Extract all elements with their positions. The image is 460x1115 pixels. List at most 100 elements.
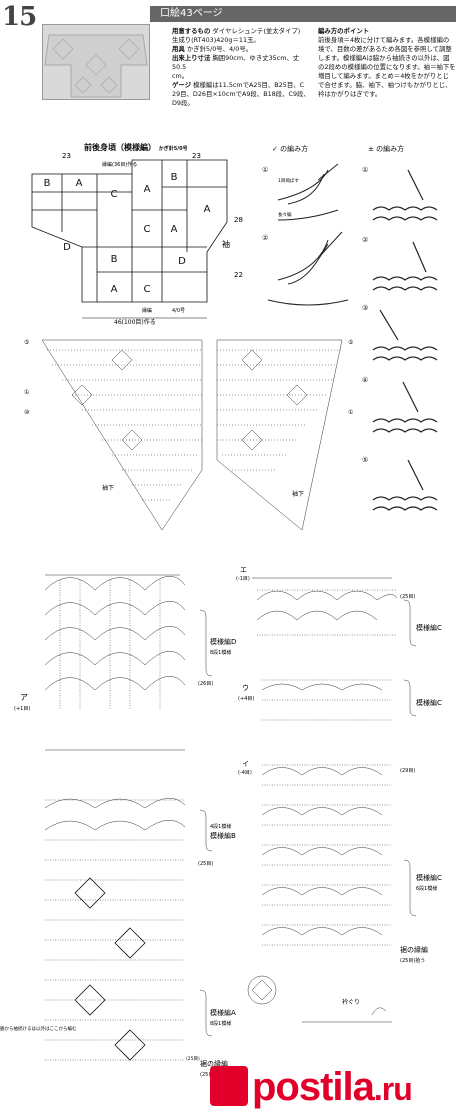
stitch-symbol-icon: ± xyxy=(368,145,374,153)
step-number: ① xyxy=(362,166,368,174)
piece-label: A xyxy=(144,184,151,195)
label-u: ウ xyxy=(242,684,249,692)
pattern-a-grid xyxy=(45,859,185,1061)
stitch-head-right: ± の編み方 xyxy=(368,144,404,154)
piece-label: B xyxy=(171,172,178,183)
step-number: ② xyxy=(262,234,268,242)
label-e: エ xyxy=(240,566,247,574)
materials-block: 用意するもの ダイヤレシュンテ(並太タイプ) 生成り(RT403)420g＝11… xyxy=(172,27,312,108)
body-chart-needle: かぎ針5/0号 xyxy=(158,146,188,152)
stitch-head-left: ✓ の編み方 xyxy=(272,144,308,154)
watermark-tld: .ru xyxy=(373,1071,413,1107)
piece-label: C xyxy=(144,224,151,235)
gauge-text: 模様編は11.5cmでA25目、B25目、C xyxy=(193,81,305,89)
dim-top-left: 23 xyxy=(62,152,71,160)
bottom-ribbing-hook: 4/0号 xyxy=(172,308,185,314)
label-e-sub: (-1目) xyxy=(236,576,250,582)
size-text-cont: cm。 xyxy=(172,72,189,80)
count-25a: (25目) xyxy=(198,861,213,867)
points-line: 前後身頃＝4枚に分けて編みます。各模様編の xyxy=(318,36,450,44)
count-25b: (25目) xyxy=(186,1056,200,1062)
label-mB: 模様編B xyxy=(210,831,236,840)
materials-yarn: ダイヤレシュンテ(並太タイプ) xyxy=(212,27,301,35)
stitch-diagrams: ① ② ① ② ③ ④ ⑤ 1目飛ばす 長々編 xyxy=(262,163,438,511)
piece-label: A xyxy=(171,224,178,235)
gauge-text-3: D9段。 xyxy=(172,99,194,107)
piece-label: B xyxy=(44,178,51,189)
materials-label: 用意するもの xyxy=(172,27,211,35)
label-u-sub: (+4目) xyxy=(238,696,254,702)
collar-label: 衿ぐり xyxy=(342,998,360,1006)
points-block: 編み方のポイント 前後身頃＝4枚に分けて編みます。各模様編の 境で、目数の差があ… xyxy=(318,27,458,99)
body-chart-title: 前後身頃（模様編） かぎ針5/0号 xyxy=(84,142,188,153)
tools-label: 用具 xyxy=(172,45,185,53)
materials-amount: 生成り(RT403)420g＝11玉。 xyxy=(172,36,260,44)
label-mD-rep: 8段1模様 xyxy=(210,649,231,656)
dim-22: 22 xyxy=(234,271,243,279)
note-dtr: 長々編 xyxy=(278,211,292,218)
step-number: ④ xyxy=(362,376,368,384)
piece-label: A xyxy=(76,178,83,189)
stitch-head-left-text: の編み方 xyxy=(280,145,309,153)
piece-label: C xyxy=(111,189,118,200)
piece-label: A xyxy=(111,284,118,295)
pattern-d-fans xyxy=(44,574,186,710)
label-rib2-sub: (25目)拾う xyxy=(400,957,425,964)
label-mA: 模様編A xyxy=(210,1008,236,1017)
label-mC: 模様編C xyxy=(416,623,442,632)
dim-top-right: 23 xyxy=(192,152,201,160)
body-chart-title-text: 前後身頃（模様編） xyxy=(84,143,156,152)
thumbnail-pattern xyxy=(44,34,148,98)
label-rib2: 裾の縁編 xyxy=(400,945,428,954)
step-number: ① xyxy=(262,166,268,174)
label-a-sub: (+1目) xyxy=(14,706,30,712)
piece-label: B xyxy=(111,254,118,265)
pattern-number: 15 xyxy=(2,2,37,32)
watermark-text: postila xyxy=(252,1065,375,1109)
step-number: ③ xyxy=(362,304,368,312)
bottom-ribbing: 縁編 xyxy=(142,307,152,314)
gauge-text-2: 29目、D26目×10cmでA9段、B18段、C9段、 xyxy=(172,90,310,98)
piece-label: D xyxy=(178,256,186,267)
points-line: 衿はかがりはぎです。 xyxy=(318,90,382,98)
row-mark: ⑤ xyxy=(348,339,353,346)
label-mC-2: 模様編C xyxy=(416,698,442,707)
points-line: で合せます。脇、袖下、袖つけもかがりとじ、 xyxy=(318,81,452,89)
left-note: 脇から袖続けるは以外はここから編む xyxy=(0,1025,77,1032)
size-text: 胸囲90cm、ゆき丈35cm、丈50.5 xyxy=(172,54,300,71)
page-reference-bar: 口絵43ページ xyxy=(150,6,456,22)
points-line: 境で、目数の差があるため各図を参照して調整 xyxy=(318,45,452,53)
row-mark: ① xyxy=(348,409,353,416)
label-a: ア xyxy=(20,693,28,702)
stitch-head-right-text: の編み方 xyxy=(376,145,405,153)
label-mB-rep: 4段1模様 xyxy=(210,823,231,830)
label-mC2-rep: 6段1模様 xyxy=(416,885,437,892)
sleeve-charts: ⑤ ① ⑩ ⑤ ① 袖下 袖下 xyxy=(24,339,353,531)
count-29: (29目) xyxy=(400,768,415,774)
dim-28: 28 xyxy=(234,216,243,224)
row-mark: ① xyxy=(24,389,29,396)
tools-text: かぎ針5/0号、4/0号。 xyxy=(186,45,253,53)
step-number: ⑤ xyxy=(362,456,368,464)
dim-bottom: 46(100目)作る xyxy=(114,318,156,326)
step-number: ② xyxy=(362,236,368,244)
piece-label: C xyxy=(144,284,151,295)
label-mC2: 模様編C xyxy=(416,873,442,882)
row-mark: ⑤ xyxy=(24,339,29,346)
stitch-symbol-icon: ✓ xyxy=(272,145,278,153)
points-line: 増目して編みます。まとめ＝4枚をかがりとじ xyxy=(318,72,450,80)
label-mD: 模様編D xyxy=(210,637,236,646)
pattern-b-fans xyxy=(44,798,186,841)
size-label: 出来上り寸法 xyxy=(172,54,211,62)
sleeve-right-label: 袖下 xyxy=(292,490,304,498)
sleeve-label: 袖 xyxy=(222,239,230,249)
points-line: の2段めの模様編の位置になります。袖＝袖下を xyxy=(318,63,456,71)
label-mA-rep: 8段1模様 xyxy=(210,1020,231,1027)
top-ribbing: 縁編(36目)作る xyxy=(102,161,137,168)
garment-thumbnail xyxy=(42,24,150,100)
count-25c: (25目) xyxy=(400,594,415,600)
body-schematic: B A C A B A D B C A C A D 袖 23 23 28 22 … xyxy=(31,152,243,326)
note-skip: 1目飛ばす xyxy=(278,177,299,184)
gauge-label: ゲージ xyxy=(172,81,192,89)
piece-label: A xyxy=(204,204,211,215)
